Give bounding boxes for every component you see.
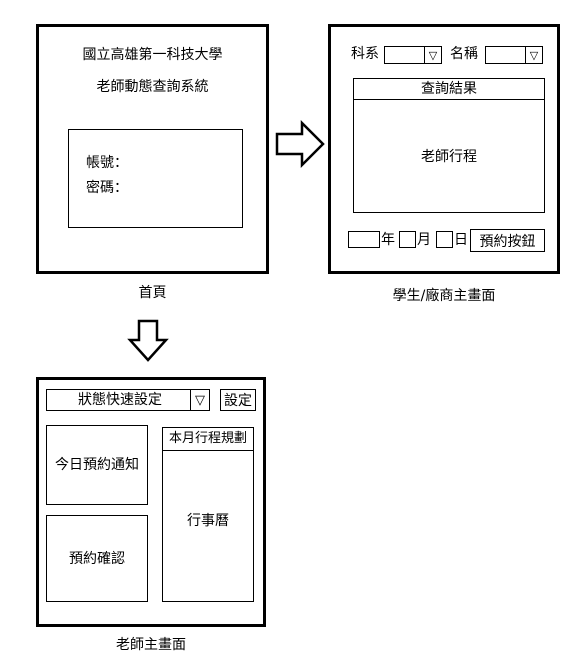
day-input[interactable] <box>436 231 453 248</box>
monthly-plan-panel <box>162 427 254 602</box>
dept-label: 科系 <box>351 46 379 62</box>
password-label: 密碼： <box>86 180 128 196</box>
student-caption: 學生/廠商主畫面 <box>392 288 496 304</box>
teacher-caption: 老師主畫面 <box>116 637 186 653</box>
results-header-rule <box>353 99 545 100</box>
dept-dropdown[interactable]: ▽ <box>384 46 442 64</box>
settings-button[interactable]: 設定 <box>220 389 256 411</box>
home-system-title: 老師動態查詢系統 <box>96 79 209 95</box>
chevron-down-icon: ▽ <box>424 47 441 63</box>
name-dropdown[interactable]: ▽ <box>485 46 543 64</box>
status-select-label: 狀態快速設定 <box>78 392 162 408</box>
results-panel <box>353 78 545 213</box>
month-input[interactable] <box>399 231 416 248</box>
chevron-down-icon: ▽ <box>525 47 542 63</box>
confirm-panel[interactable] <box>46 515 148 602</box>
book-button[interactable]: 預約按鈕 <box>470 229 545 252</box>
home-caption: 首頁 <box>138 285 167 301</box>
chevron-down-icon: ▽ <box>190 390 209 410</box>
year-input[interactable] <box>348 231 380 248</box>
confirm-label: 預約確認 <box>69 551 125 567</box>
month-label: 月 <box>417 232 431 248</box>
account-label: 帳號： <box>86 155 128 171</box>
day-label: 日 <box>454 232 468 248</box>
outline-right-arrow-icon <box>275 119 325 169</box>
monthly-plan-header: 本月行程規劃 <box>168 431 247 446</box>
login-box <box>68 129 243 228</box>
today-notice-label: 今日預約通知 <box>55 457 139 473</box>
results-header: 查詢結果 <box>421 81 477 97</box>
today-notice-panel[interactable] <box>46 425 148 505</box>
outline-down-arrow-icon <box>127 319 169 362</box>
status-quick-select[interactable]: 狀態快速設定 ▽ <box>46 389 210 411</box>
year-label: 年 <box>381 232 395 248</box>
teacher-schedule-label: 老師行程 <box>421 149 477 165</box>
plan-header-rule <box>162 450 254 451</box>
home-school-title: 國立高雄第一科技大學 <box>82 47 223 63</box>
name-label: 名稱 <box>450 46 478 62</box>
calendar-label[interactable]: 行事曆 <box>187 513 229 529</box>
